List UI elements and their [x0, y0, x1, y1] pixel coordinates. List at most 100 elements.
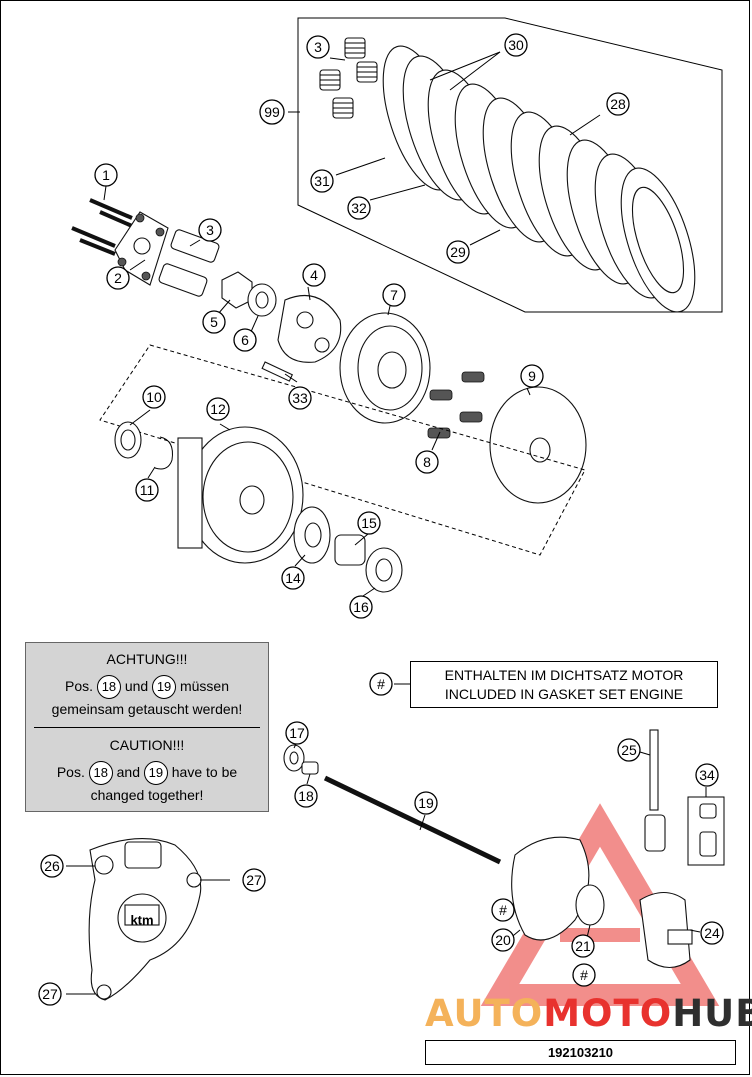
svg-text:5: 5 [210, 314, 218, 330]
callout-21: 21 [571, 934, 595, 958]
callout-32: 32 [347, 196, 371, 220]
svg-text:29: 29 [450, 244, 466, 260]
kit-99-outline [297, 17, 723, 313]
callout-5: 5 [202, 310, 226, 334]
svg-text:33: 33 [292, 390, 308, 406]
svg-text:17: 17 [289, 725, 305, 741]
callout-24: 24 [700, 921, 724, 945]
callout-34: 34 [695, 763, 719, 787]
svg-text:4: 4 [310, 267, 318, 283]
callout-16: 16 [349, 595, 373, 619]
svg-text:26: 26 [44, 858, 60, 874]
note-en-ref-19: 19 [143, 761, 168, 785]
callout-1: 1 [94, 163, 118, 187]
callout-33: 33 [288, 386, 312, 410]
svg-text:11: 11 [140, 482, 155, 498]
callout-4: 4 [302, 263, 326, 287]
note-en-title: CAUTION!!! [109, 737, 185, 753]
callout-hash-21: # [572, 963, 596, 987]
document-number: 192103210 [425, 1040, 736, 1065]
needle-bearing-15 [334, 534, 366, 566]
svg-text:#: # [377, 676, 385, 692]
note-en-pos: Pos. [56, 764, 85, 780]
callout-6: 6 [233, 328, 257, 352]
callout-8: 8 [415, 450, 439, 474]
svg-text:27: 27 [246, 872, 262, 888]
svg-text:2: 2 [114, 270, 122, 286]
note-de-line2: gemeinsam getauscht werden! [51, 701, 243, 717]
svg-text:15: 15 [361, 515, 377, 531]
svg-text:7: 7 [390, 287, 398, 303]
callout-17: 17 [285, 721, 309, 745]
svg-text:3: 3 [314, 39, 322, 55]
svg-text:27: 27 [42, 986, 58, 1002]
svg-text:99: 99 [264, 104, 280, 120]
svg-text:1: 1 [102, 167, 110, 183]
springs-lower [158, 229, 220, 297]
callout-7: 7 [382, 283, 406, 307]
note-de-must: müssen [179, 678, 229, 694]
svg-text:10: 10 [146, 389, 162, 405]
cover-logo: ktm [130, 913, 153, 928]
svg-text:#: # [580, 967, 588, 983]
note-divider [34, 727, 260, 728]
callout-hash-20: # [491, 898, 515, 922]
note-de-and: und [124, 678, 149, 694]
pressure-plate-4 [277, 295, 342, 363]
note-en-have-to-be: have to be [171, 764, 238, 780]
svg-text:14: 14 [285, 570, 301, 586]
callout-2: 2 [106, 266, 130, 290]
clutch-plates-stack [382, 45, 696, 313]
slave-cylinder-24 [639, 891, 693, 969]
gasket-legend-de: ENTHALTEN IM DICHTSATZ MOTOR [444, 667, 684, 683]
note-en-and: and [116, 764, 140, 780]
note-de-ref-18: 18 [96, 675, 121, 699]
callout-31: 31 [310, 169, 334, 193]
watermark-auto: AUTO [425, 992, 544, 1035]
svg-text:21: 21 [575, 938, 591, 954]
callout-15: 15 [357, 511, 381, 535]
circlip-11 [154, 436, 173, 470]
callout-10: 10 [142, 385, 166, 409]
note-en-ref-18: 18 [88, 761, 113, 785]
push-rod-19 [323, 775, 502, 865]
bolts-and-cap [71, 198, 169, 286]
svg-text:9: 9 [528, 368, 536, 384]
watermark-hub: HUB [672, 992, 752, 1035]
svg-text:8: 8 [423, 454, 431, 470]
svg-text:3: 3 [206, 222, 214, 238]
svg-text:18: 18 [298, 788, 314, 804]
watermark-moto: MOTO [543, 992, 673, 1035]
callout-12: 12 [206, 397, 230, 421]
svg-text:16: 16 [353, 599, 369, 615]
gasket-legend-en: INCLUDED IN GASKET SET ENGINE [444, 686, 684, 702]
note-de-pos: Pos. [65, 678, 94, 694]
callout-14: 14 [281, 566, 305, 590]
svg-text:6: 6 [241, 332, 249, 348]
callout-99: 99 [259, 99, 285, 125]
svg-text:28: 28 [610, 96, 626, 112]
callout-25: 25 [617, 738, 641, 762]
damper-rubbers-8 [427, 371, 485, 439]
callout-27a: 27 [242, 868, 266, 892]
basket-group-outline [99, 344, 586, 556]
gasket-legend: ENTHALTEN IM DICHTSATZ MOTOR INCLUDED IN… [410, 661, 718, 708]
svg-text:25: 25 [621, 742, 637, 758]
svg-text:34: 34 [699, 767, 715, 783]
callout-11: 11 [135, 478, 159, 502]
svg-text:19: 19 [418, 795, 434, 811]
svg-text:30: 30 [508, 37, 524, 53]
driver-plate-9 [489, 386, 587, 504]
callout-29: 29 [446, 240, 470, 264]
callout-27b: 27 [38, 982, 62, 1006]
callout-3a: 3 [306, 35, 330, 59]
callout-28: 28 [606, 92, 630, 116]
bushing-18 [301, 761, 319, 775]
svg-text:20: 20 [495, 932, 511, 948]
callout-19: 19 [414, 791, 438, 815]
callout-18: 18 [294, 784, 318, 808]
callout-3b: 3 [198, 218, 222, 242]
callout-30: 30 [504, 33, 528, 57]
